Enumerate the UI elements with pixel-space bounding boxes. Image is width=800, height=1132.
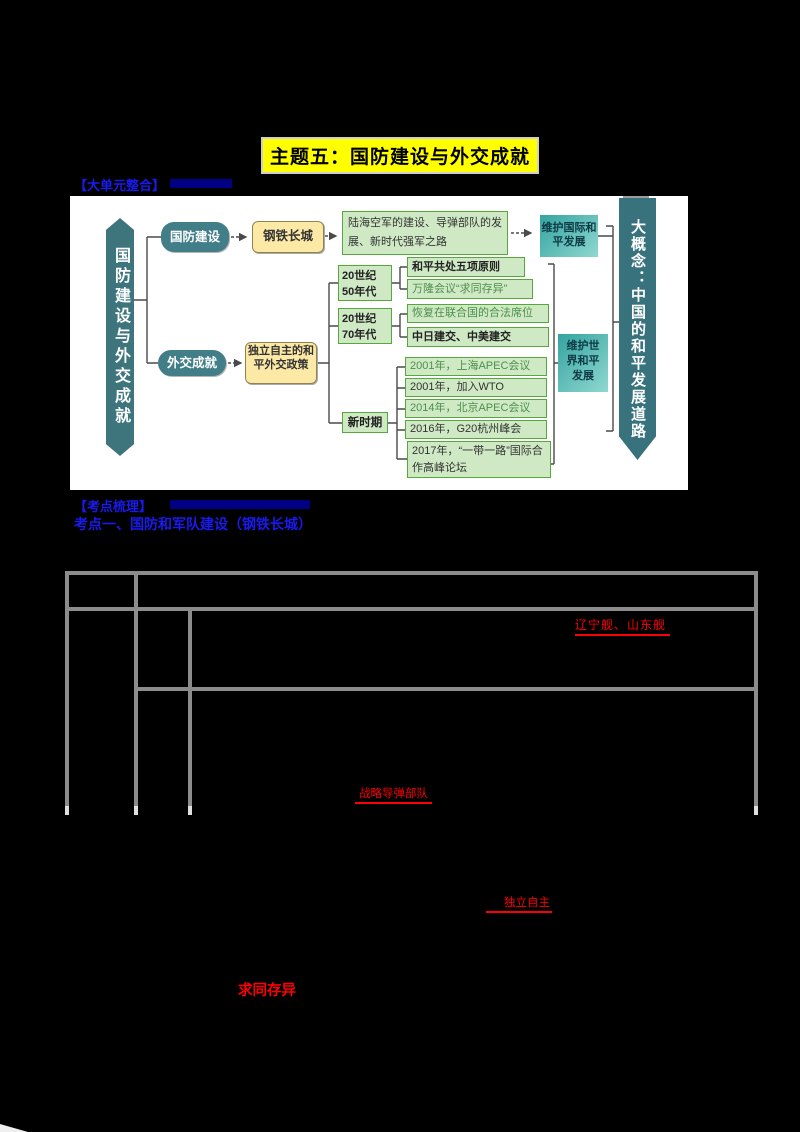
table-line-end-mark xyxy=(754,806,758,815)
dark-text-smear xyxy=(170,500,310,509)
red-answer-3: 独立自主 xyxy=(486,894,552,913)
mindmap-panel: 国防建设与外交成就 大概念：中国的和平发展道路 国防建设 钢铁长城 陆海空军的建… xyxy=(70,196,688,490)
table-line-end-mark xyxy=(134,806,138,815)
dark-text-smear xyxy=(170,179,232,188)
node-defense: 国防建设 xyxy=(161,222,229,252)
node-defense-result: 维护国际和平发展 xyxy=(540,215,598,257)
node-diplomacy: 外交成就 xyxy=(158,350,226,376)
table-border-top xyxy=(65,571,758,575)
red-answer-1: 辽宁舰、山东舰 xyxy=(575,616,671,636)
mindmap-left-banner: 国防建设与外交成就 xyxy=(106,218,134,456)
red-answer-4: 求同存异 xyxy=(238,983,296,999)
node-diplomacy-result: 维护世界和平发展 xyxy=(558,334,608,392)
item-belt-road-2017: 2017年，“一带一路”国际合作高峰论坛 xyxy=(407,441,551,478)
kaodian-item-1: 考点一、国防和军队建设（钢铁长城） xyxy=(74,516,312,532)
table-border-left xyxy=(65,571,69,815)
item-china-japan-us: 中日建交、中美建交 xyxy=(407,327,549,347)
period-1970s: 20世纪70年代 xyxy=(338,308,392,344)
section-header-kaodian: 【考点梳理】 xyxy=(74,499,153,514)
table-border-right xyxy=(754,571,758,815)
table-column-line-2 xyxy=(188,609,192,815)
table-row-line-1 xyxy=(69,607,758,611)
table-line-end-mark xyxy=(188,806,192,815)
section-header-unit-map: 【大单元整合】 xyxy=(74,178,166,193)
period-new-era: 新时期 xyxy=(342,412,388,433)
table-column-line-1 xyxy=(134,571,138,815)
item-bandung-conference: 万隆会议“求同存异” xyxy=(407,279,533,299)
node-defense-detail: 陆海空军的建设、导弹部队的发展、新时代强军之路 xyxy=(342,211,508,255)
item-five-principles: 和平共处五项原则 xyxy=(407,257,525,277)
item-g20-2016: 2016年，G20杭州峰会 xyxy=(405,420,547,439)
node-independent-policy: 独立自主的和平外交政策 xyxy=(245,342,317,384)
page-title: 主题五：国防建设与外交成就 xyxy=(260,137,540,174)
item-apec-2001: 2001年，上海APEC会议 xyxy=(405,357,547,376)
period-1950s: 20世纪50年代 xyxy=(338,265,392,301)
item-wto-2001: 2001年，加入WTO xyxy=(405,378,547,397)
mindmap-right-banner: 大概念：中国的和平发展道路 xyxy=(619,198,656,460)
item-un-seat: 恢复在联合国的合法席位 xyxy=(407,304,549,323)
item-apec-2014: 2014年，北京APEC会议 xyxy=(405,399,547,418)
mindmap-connectors xyxy=(134,225,619,465)
table-line-end-mark xyxy=(65,806,69,815)
table-row-line-2 xyxy=(134,687,758,691)
red-answer-2: 战略导弹部队 xyxy=(355,785,432,804)
page-corner-wedge xyxy=(0,1124,28,1132)
node-steel-great-wall: 钢铁长城 xyxy=(252,221,324,253)
